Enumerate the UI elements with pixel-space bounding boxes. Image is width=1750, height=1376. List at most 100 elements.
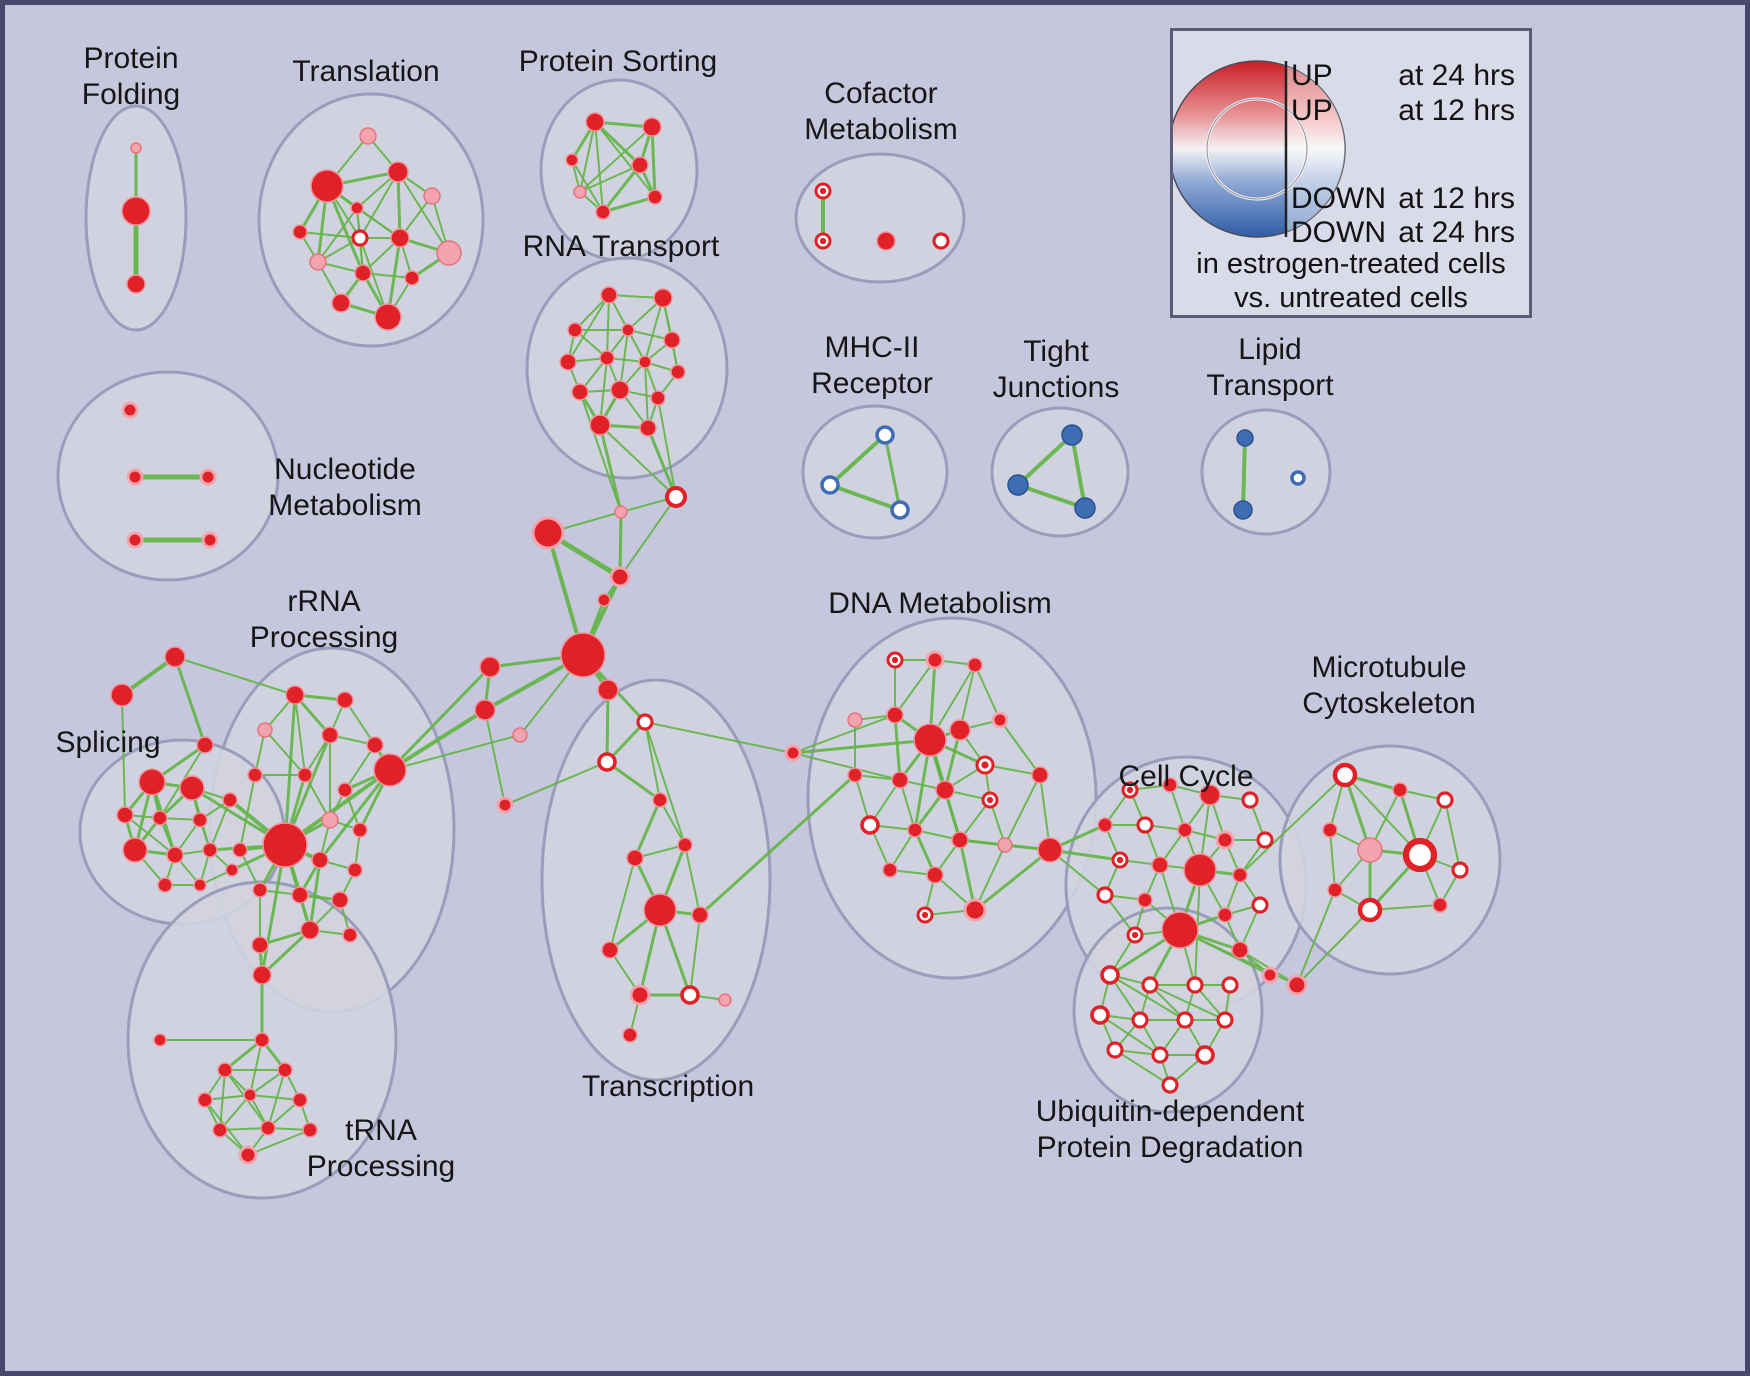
cluster-label-protein-folding: Folding: [82, 78, 180, 111]
network-node-f: [935, 780, 955, 800]
network-node-h: [496, 796, 514, 814]
network-edge: [247, 1129, 311, 1156]
network-node-p: [718, 993, 732, 1007]
network-edge: [124, 814, 176, 856]
network-node-f: [913, 723, 947, 757]
network-node-r: [680, 985, 700, 1005]
network-edge: [974, 664, 1001, 721]
network-edge: [594, 121, 656, 198]
network-node-f: [1217, 907, 1233, 923]
cluster-label-dna-metabolism: DNA Metabolism: [828, 587, 1051, 620]
network-node-f: [374, 303, 402, 331]
network-node-f: [262, 822, 308, 868]
network-edge: [249, 1094, 301, 1101]
network-node-f: [252, 882, 268, 898]
network-node-f: [567, 322, 583, 338]
network-node-h: [1215, 830, 1235, 850]
network-node-h: [531, 516, 565, 550]
cluster-ellipse-transcription: [540, 678, 772, 1082]
network-node-f: [342, 927, 358, 943]
network-node-p: [512, 727, 528, 743]
network-node-f: [479, 656, 501, 678]
network-edge: [619, 496, 677, 578]
network-node-core: [819, 187, 827, 195]
network-node-f: [1199, 784, 1221, 806]
network-node-f: [876, 231, 896, 251]
network-node-f: [311, 851, 329, 869]
cluster-label-rna-transport: RNA Transport: [523, 230, 720, 263]
network-node-f: [260, 1120, 276, 1136]
network-edge: [609, 857, 636, 951]
network-edge: [889, 829, 916, 871]
network-node-h: [126, 468, 144, 486]
network-node-b: [1061, 424, 1083, 446]
network-node-core: [1116, 856, 1124, 864]
network-node-r: [1136, 816, 1154, 834]
network-node-f: [1392, 782, 1408, 798]
network-node-r: [1131, 1011, 1149, 1029]
network-node-f: [565, 153, 579, 167]
network-edge: [1149, 984, 1226, 1021]
network-node-h: [238, 1145, 258, 1165]
cluster-label-rrna-processing: Processing: [250, 621, 398, 654]
network-node-r: [1090, 1005, 1110, 1025]
network-edge: [599, 424, 677, 498]
network-node-f: [336, 691, 354, 709]
network-edge: [644, 297, 664, 363]
legend-row-up-12: UP at 12 hrs: [1173, 94, 1529, 128]
network-node-core: [986, 796, 994, 804]
network-edge: [1444, 799, 1461, 871]
network-edge: [174, 656, 296, 696]
network-edge: [828, 483, 902, 512]
network-node-f: [138, 768, 166, 796]
network-node-f: [222, 792, 238, 808]
legend-caption: in estrogen-treated cells vs. untreated …: [1173, 247, 1529, 315]
network-node-f: [621, 323, 635, 337]
network-node-f: [650, 390, 666, 406]
cluster-ellipse-microtubule-cytoskeleton: [1278, 744, 1502, 976]
network-node-p: [309, 253, 327, 271]
network-node-f: [251, 936, 269, 954]
network-edge: [792, 752, 901, 781]
network-edge: [684, 844, 701, 916]
network-edge: [698, 773, 857, 917]
network-node-f: [390, 228, 410, 248]
network-node-r: [1357, 897, 1383, 923]
network-edge: [1016, 433, 1074, 487]
network-node-f: [254, 1032, 270, 1048]
cluster-label-nucleotide-metabolism: Metabolism: [268, 489, 421, 522]
network-edge: [606, 294, 610, 359]
network-edge: [633, 798, 662, 860]
network-node-f: [126, 274, 146, 294]
network-node-f: [252, 965, 272, 985]
network-node-f: [643, 893, 677, 927]
network-node-br: [820, 475, 840, 495]
network-node-r: [1096, 886, 1114, 904]
legend-ring-outer-24hrs: [1173, 60, 1346, 238]
cluster-label-trna-processing: Processing: [307, 1150, 455, 1183]
cluster-label-rrna-processing: rRNA: [287, 585, 360, 618]
network-edge: [618, 510, 623, 579]
legend-box: UP at 24 hrs UP at 12 hrs DOWN at 12 hrs…: [1170, 28, 1532, 318]
network-node-f: [217, 1062, 233, 1078]
network-node-r: [664, 485, 688, 509]
network-node-p: [359, 127, 377, 145]
cluster-label-protein-sorting: Protein Sorting: [519, 45, 717, 78]
network-node-h: [126, 531, 144, 549]
network-node-h: [1261, 966, 1279, 984]
network-node-f: [1177, 822, 1193, 838]
network-edge: [388, 665, 492, 772]
network-edge: [605, 688, 610, 764]
cluster-label-lipid-transport: Lipid: [1238, 333, 1301, 366]
network-node-f: [1031, 766, 1049, 784]
network-edge: [601, 163, 642, 214]
cluster-label-translation: Translation: [292, 55, 439, 88]
legend-down12-time: at 12 hrs: [1398, 182, 1515, 215]
cluster-label-microtubule-cytoskeleton: Cytoskeleton: [1302, 687, 1475, 720]
network-node-f: [1232, 867, 1248, 883]
network-node-f: [677, 837, 693, 853]
network-node-f: [610, 380, 630, 400]
network-node-b: [1007, 474, 1029, 496]
cluster-label-tight-junctions: Junctions: [993, 371, 1120, 404]
